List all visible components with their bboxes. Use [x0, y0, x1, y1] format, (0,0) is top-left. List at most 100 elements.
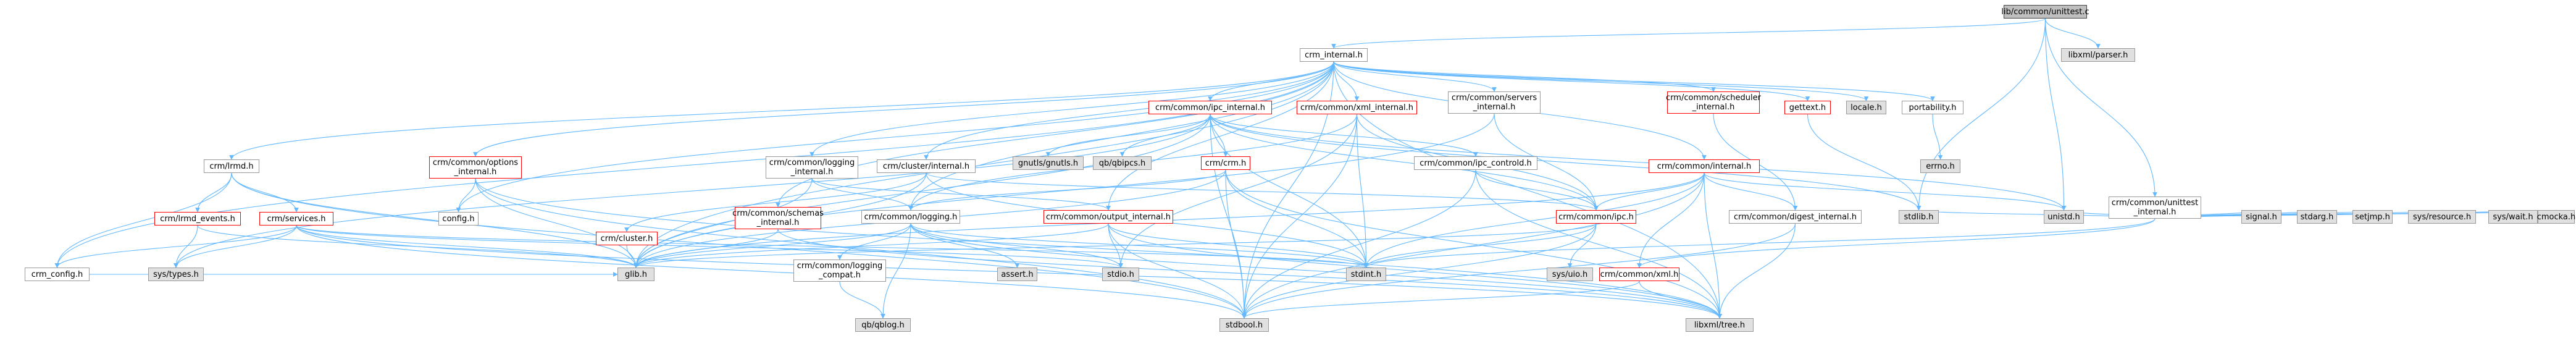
edge-xml-to-libxmltree	[1639, 281, 1722, 319]
graph-node-signal: signal.h	[2241, 210, 2281, 224]
graph-node-lrmd-events[interactable]: crm/lrmd_events.h	[154, 212, 241, 226]
edge-output-internal-to-stdint	[1108, 223, 1369, 268]
graph-node-label: gettext.h	[1789, 103, 1826, 112]
graph-node-stdlib: stdlib.h	[1899, 210, 1939, 224]
edge-lrmd-to-crm-config	[54, 172, 232, 268]
graph-node-label: libxml/parser.h	[2068, 50, 2128, 60]
edge-ipc-internal-to-glib	[634, 114, 1211, 268]
edge-common-internal-to-ipc	[1594, 172, 1705, 211]
edge-services-to-crm-config	[54, 225, 297, 268]
edge-logging-to-assert	[910, 223, 1020, 268]
graph-node-sysuio: sys/uio.h	[1547, 268, 1593, 281]
edge-services-to-glib	[296, 225, 638, 268]
edge-common-internal-to-unistd	[1704, 172, 2067, 211]
graph-node-stdbool: stdbool.h	[1219, 318, 1269, 332]
edge-ipc-controld-to-stdbool	[1242, 169, 1476, 319]
edge-options-internal-to-stdbool	[475, 178, 1247, 319]
edge-options-internal-to-libxmltree	[475, 178, 1722, 319]
graph-node-lrmd[interactable]: crm/lrmd.h	[204, 159, 259, 173]
edge-internal-to-glib	[634, 61, 1334, 268]
edge-cluster-internal-to-cluster	[624, 172, 927, 232]
graph-node-label: crm/crm.h	[1205, 158, 1247, 168]
edge-ipc-internal-to-stdint	[1210, 114, 1369, 268]
graph-node-label: crm/services.h	[267, 214, 326, 224]
edge-internal-to-lrmd	[229, 61, 1334, 160]
graph-node-logging[interactable]: crm/common/logging.h	[861, 210, 960, 224]
graph-node-servers-internal[interactable]: crm/common/servers _internal.h	[1448, 91, 1541, 114]
graph-node-ipc-internal[interactable]: crm/common/ipc_internal.h	[1148, 101, 1272, 114]
graph-node-ipc-controld[interactable]: crm/common/ipc_controld.h	[1414, 156, 1537, 170]
graph-node-xml[interactable]: crm/common/xml.h	[1599, 268, 1679, 281]
graph-node-crm[interactable]: crm/crm.h	[1201, 156, 1250, 170]
graph-node-logging-compat[interactable]: crm/common/logging _compat.h	[793, 260, 886, 282]
graph-node-label: crm/common/options _internal.h	[432, 158, 519, 177]
edge-digest-internal-to-libxmltree	[1717, 223, 1796, 319]
edge-internal-to-servers-internal	[1333, 61, 1497, 92]
graph-node-output-internal[interactable]: crm/common/output_internal.h	[1043, 210, 1173, 224]
graph-node-crm-config[interactable]: crm_config.h	[25, 268, 90, 281]
graph-node-label: config.h	[442, 214, 475, 224]
graph-node-label: stdarg.h	[2300, 212, 2334, 222]
graph-node-xml-internal[interactable]: crm/common/xml_internal.h	[1297, 101, 1417, 114]
graph-node-setjmp: setjmp.h	[2352, 210, 2393, 224]
graph-node-schemas-internal[interactable]: crm/common/schemas _internal.h	[732, 207, 824, 229]
graph-node-label: crm/lrmd.h	[209, 161, 254, 171]
graph-node-label: libxml/tree.h	[1694, 320, 1746, 330]
edge-crm-to-libxmltree	[1225, 169, 1722, 319]
edge-services-to-stdio	[296, 225, 1123, 268]
graph-node-label: gnutls/gnutls.h	[1018, 158, 1079, 168]
edge-internal-to-portability	[1333, 61, 1935, 101]
edge-xml-internal-to-stdint	[1356, 114, 1369, 268]
graph-node-label: portability.h	[1909, 103, 1957, 112]
edge-cluster-internal-to-ipc	[926, 172, 1599, 211]
edge-logging-to-stdio	[910, 223, 1123, 268]
graph-node-options-internal[interactable]: crm/common/options _internal.h	[429, 156, 522, 179]
graph-node-config[interactable]: config.h	[438, 212, 479, 226]
edge-internal-to-gettext	[1333, 61, 1810, 101]
graph-node-label: assert.h	[1001, 269, 1034, 279]
edge-ipc-to-glib	[634, 223, 1597, 268]
graph-node-label: crm_internal.h	[1305, 50, 1363, 60]
edge-root-to-unittest-internal	[2044, 18, 2157, 197]
edge-crm-to-stdint	[1225, 169, 1369, 268]
graph-node-label: crm/common/unittest _internal.h	[2111, 198, 2199, 217]
edge-ipc-internal-to-stdbool	[1210, 114, 1247, 319]
edge-schemas-internal-to-libxmltree	[777, 229, 1722, 319]
graph-node-label: crm/cluster/internal.h	[882, 161, 970, 171]
edge-ipc-to-sysuio	[1567, 223, 1597, 268]
graph-node-label: setjmp.h	[2355, 212, 2390, 222]
edge-internal-to-logging-internal	[809, 61, 1334, 157]
edge-internal-to-output-internal	[1106, 61, 1334, 211]
graph-node-cluster[interactable]: crm/cluster.h	[596, 232, 658, 245]
edge-ipc-internal-to-systypes	[174, 114, 1211, 268]
graph-node-label: crm/common/xml_internal.h	[1300, 103, 1414, 112]
edge-ipc-internal-to-stdlib	[1210, 114, 1922, 211]
graph-node-common-internal[interactable]: crm/common/internal.h	[1649, 159, 1760, 173]
graph-node-digest-internal[interactable]: crm/common/digest_internal.h	[1729, 210, 1862, 224]
edge-portability-to-errno	[1932, 114, 1943, 160]
edge-gettext-to-stdlib	[1807, 114, 1922, 211]
graph-node-label: crm/common/output_internal.h	[1046, 212, 1171, 222]
graph-node-internal[interactable]: crm_internal.h	[1300, 48, 1368, 62]
graph-node-label: sys/resource.h	[2412, 212, 2472, 222]
graph-node-label: stdlib.h	[1904, 212, 1934, 222]
graph-node-ipc[interactable]: crm/common/ipc.h	[1556, 210, 1636, 224]
graph-node-unittest-internal[interactable]: crm/common/unittest _internal.h	[2109, 196, 2201, 219]
graph-node-logging-internal[interactable]: crm/common/logging _internal.h	[766, 156, 858, 179]
graph-node-portability[interactable]: portability.h	[1902, 101, 1963, 114]
graph-node-gettext[interactable]: gettext.h	[1784, 101, 1831, 114]
graph-node-label: crm/common/ipc_controld.h	[1420, 158, 1532, 168]
edge-unittest-internal-to-xml	[1637, 218, 2156, 268]
graph-node-services[interactable]: crm/services.h	[259, 212, 333, 226]
graph-node-cluster-internal[interactable]: crm/cluster/internal.h	[877, 159, 976, 173]
edge-lrmd-to-lrmd-events	[195, 172, 232, 213]
graph-node-root[interactable]: lib/common/unittest.c	[2001, 5, 2089, 19]
edge-logging-to-qblog	[880, 223, 911, 319]
graph-node-label: locale.h	[1850, 103, 1882, 112]
edge-xml-internal-to-stdbool	[1242, 114, 1358, 319]
graph-node-label: crm/lrmd_events.h	[160, 214, 235, 224]
graph-node-label: qb/qblog.h	[861, 320, 905, 330]
graph-node-scheduler-internal[interactable]: crm/common/scheduler _internal.h	[1666, 91, 1761, 114]
edge-logging-to-glib	[634, 223, 911, 268]
